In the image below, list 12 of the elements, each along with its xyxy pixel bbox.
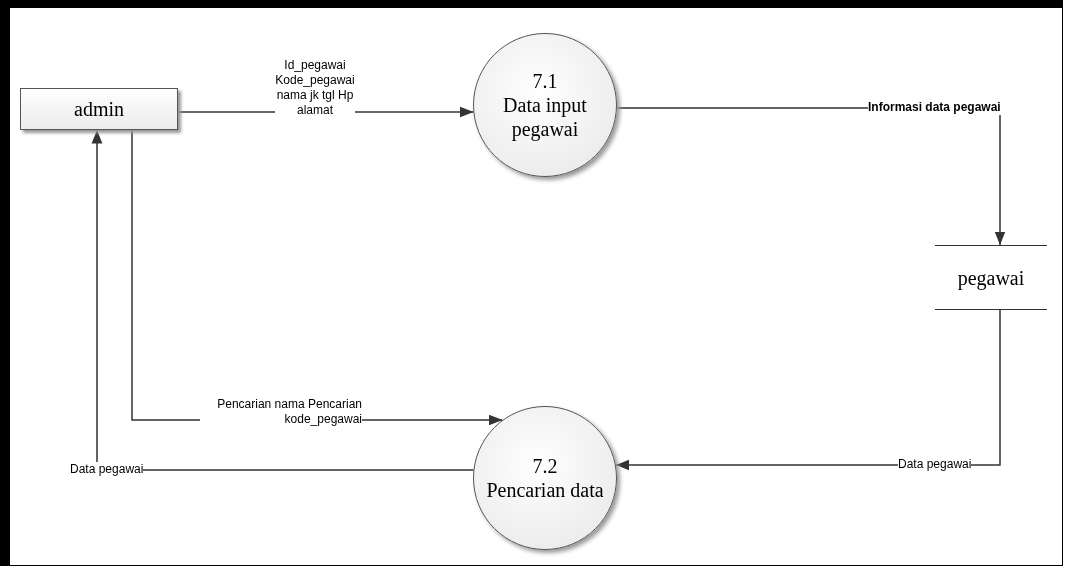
node-label: admin [74,97,124,121]
process-number: 7.2 [532,454,558,478]
edge-label: Data pegawai [898,457,972,472]
node-label: Data input pegawai [502,93,588,141]
edge-label: Informasi data pegawai [868,100,1001,115]
process-number: 7.1 [532,69,558,93]
arrow [91,129,475,471]
edge-label: Data pegawai [70,462,144,477]
edge-label: Pencarian nama Pencarian kode_pegawai [200,397,362,427]
external-entity-box [20,88,178,130]
node-label: Pencarian data [486,478,604,502]
node-label: pegawai [957,265,1025,290]
